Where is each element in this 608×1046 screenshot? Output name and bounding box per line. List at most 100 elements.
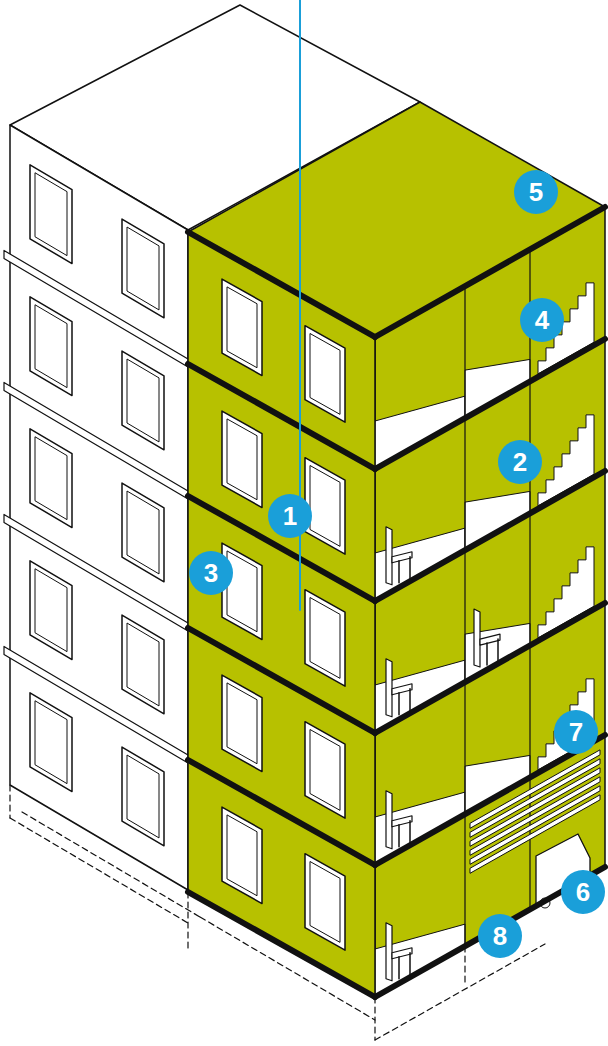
window <box>122 483 164 582</box>
floor-slab <box>188 628 375 733</box>
window-frame <box>227 419 257 500</box>
window <box>305 854 345 950</box>
callout-circle-fill <box>268 494 312 538</box>
floor-slab <box>188 892 375 997</box>
partition-wall <box>464 286 465 418</box>
window-frame <box>227 815 257 896</box>
window-frame <box>35 437 67 520</box>
chair <box>409 821 411 843</box>
chair <box>392 948 412 959</box>
callout-circle-fill <box>554 710 598 754</box>
floor-slab <box>188 760 375 865</box>
chair <box>474 609 480 667</box>
chair <box>409 953 411 975</box>
window <box>30 693 72 792</box>
callout-circle-fill <box>514 170 558 214</box>
floor-slab <box>188 364 375 469</box>
callout-circle: 4 <box>520 298 564 342</box>
chair <box>486 643 488 665</box>
callout-circle-fill <box>561 870 605 914</box>
callout-circle-fill <box>189 551 233 595</box>
chair <box>392 816 412 827</box>
floor-slab <box>375 867 605 997</box>
chair <box>392 552 412 563</box>
chair <box>398 957 400 979</box>
chair <box>392 684 412 695</box>
floor-slab <box>375 207 605 337</box>
foundation-line <box>187 892 188 950</box>
window <box>222 543 262 639</box>
window-frame <box>127 623 159 706</box>
window <box>122 615 164 714</box>
chair <box>386 527 392 585</box>
chair <box>386 923 392 981</box>
window-frame <box>127 491 159 574</box>
floor-slab <box>375 339 605 469</box>
callout-circle: 7 <box>554 710 598 754</box>
chair <box>386 791 392 849</box>
callout-number: 7 <box>569 719 583 745</box>
window <box>122 747 164 846</box>
chair <box>398 561 400 583</box>
chair <box>409 557 411 579</box>
window <box>222 807 262 903</box>
window <box>122 351 164 450</box>
window-frame <box>127 755 159 838</box>
building-face <box>10 125 188 890</box>
callout-number: 1 <box>283 503 297 529</box>
partition-wall <box>529 645 530 777</box>
foundation-line <box>464 946 465 985</box>
window-frame <box>127 359 159 442</box>
window <box>305 458 345 554</box>
callout-number: 5 <box>529 179 543 205</box>
partition-wall <box>529 777 530 909</box>
callout-number: 8 <box>493 923 507 949</box>
window <box>30 297 72 396</box>
callout-circle-fill <box>498 440 542 484</box>
window <box>30 429 72 528</box>
callout-circle: 3 <box>189 551 233 595</box>
callout-circle-fill <box>520 298 564 342</box>
window-frame <box>227 287 257 368</box>
window-frame <box>310 862 340 943</box>
chair <box>398 825 400 847</box>
callout-circle-fill <box>478 914 522 958</box>
window-frame <box>35 305 67 388</box>
foundation-line <box>374 997 375 1040</box>
building-face <box>188 232 375 997</box>
floor-slab <box>375 735 605 865</box>
window <box>30 561 72 660</box>
partition-wall <box>464 550 465 682</box>
foundation-line <box>9 785 10 818</box>
callout-circle: 1 <box>268 494 312 538</box>
callout-number: 2 <box>513 449 527 475</box>
window <box>222 279 262 375</box>
partition-wall <box>464 682 465 814</box>
callout-number: 3 <box>204 560 218 586</box>
callout-number: 4 <box>535 307 549 333</box>
chair <box>409 689 411 711</box>
window-frame <box>310 334 340 415</box>
floor-slab <box>188 232 375 337</box>
partition-wall <box>464 814 465 946</box>
window-frame <box>310 730 340 811</box>
callout-circle: 8 <box>478 914 522 958</box>
window <box>305 590 345 686</box>
cutaway-side <box>375 207 605 997</box>
window-frame <box>35 701 67 784</box>
callout-circle: 6 <box>561 870 605 914</box>
window <box>222 675 262 771</box>
floor-slab <box>375 471 605 601</box>
window-frame <box>35 173 67 256</box>
window <box>30 165 72 264</box>
window-frame <box>35 569 67 652</box>
window <box>305 326 345 422</box>
chair <box>497 639 499 661</box>
window-frame <box>310 598 340 679</box>
callout-circle: 2 <box>498 440 542 484</box>
window-frame <box>127 227 159 310</box>
partition-wall <box>529 513 530 645</box>
window <box>222 411 262 507</box>
callout-circle: 5 <box>514 170 558 214</box>
window-frame <box>310 466 340 547</box>
